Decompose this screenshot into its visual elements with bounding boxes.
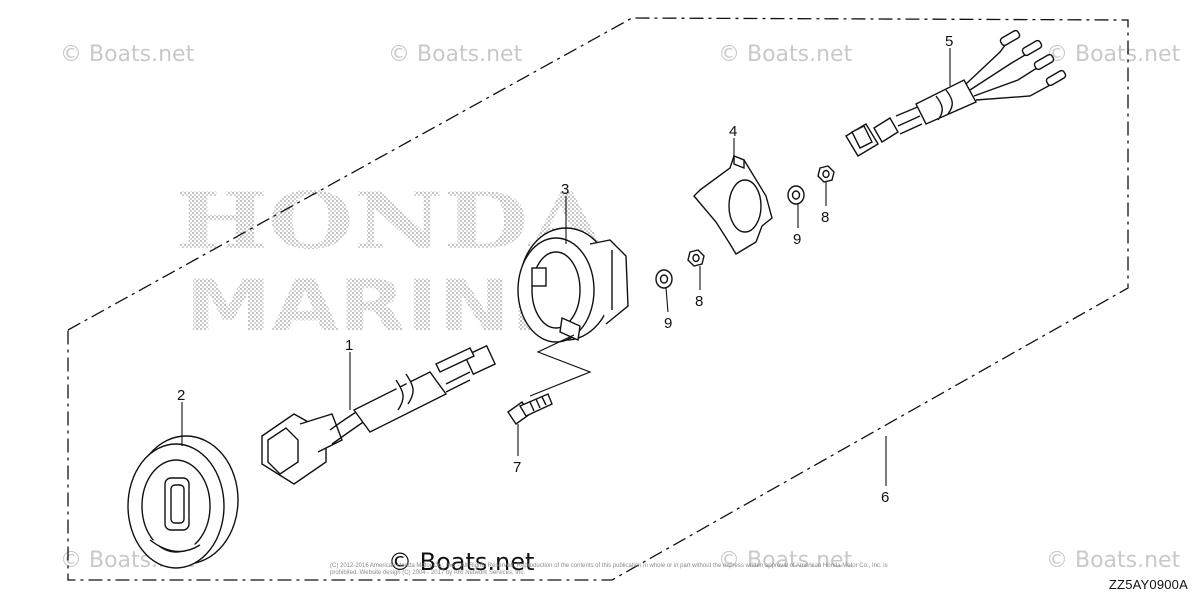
watermark: © Boats.net — [60, 42, 195, 67]
diagram-code: ZZ5AY0900A — [1108, 577, 1188, 592]
logo-line-marine: MARINE — [185, 265, 570, 347]
callout-5: 5 — [945, 33, 953, 50]
honda-marine-logo: HONDA MARINE — [175, 176, 607, 347]
part-bolt — [507, 393, 553, 425]
watermark: © Boats.net — [1046, 548, 1181, 573]
callout-1: 1 — [345, 337, 353, 354]
callout-4: 4 — [729, 123, 737, 140]
kit-outline — [67, 17, 1129, 581]
copyright-notice: © Boats.net — [388, 548, 535, 576]
part-switch-harness — [261, 344, 497, 485]
part-sub-harness — [845, 29, 1067, 157]
watermark: © Boats.net — [1046, 42, 1181, 67]
part-mounting-plate — [693, 154, 773, 255]
part-nut — [687, 249, 705, 267]
callout-2: 2 — [177, 387, 185, 404]
part-cover — [127, 435, 239, 569]
callout-6: 6 — [881, 489, 889, 506]
callout-9: 9 — [793, 231, 801, 248]
part-nut — [817, 165, 835, 183]
callout-9: 9 — [664, 315, 672, 332]
part-washer — [787, 185, 805, 205]
callout-leaders — [181, 48, 951, 486]
part-washer — [655, 269, 673, 289]
callout-8: 8 — [695, 293, 703, 310]
part-housing — [517, 227, 629, 343]
callout-3: 3 — [561, 181, 569, 198]
callout-8: 8 — [821, 209, 829, 226]
bolt-leader — [529, 334, 592, 397]
watermark: © Boats.net — [388, 42, 523, 67]
watermark: © Boats.net — [718, 548, 853, 573]
watermark: © Boats.net — [718, 42, 853, 67]
legal-fine-print: (C) 2012-2016 American Honda Motor Co., … — [330, 563, 888, 576]
callout-7: 7 — [513, 459, 521, 476]
